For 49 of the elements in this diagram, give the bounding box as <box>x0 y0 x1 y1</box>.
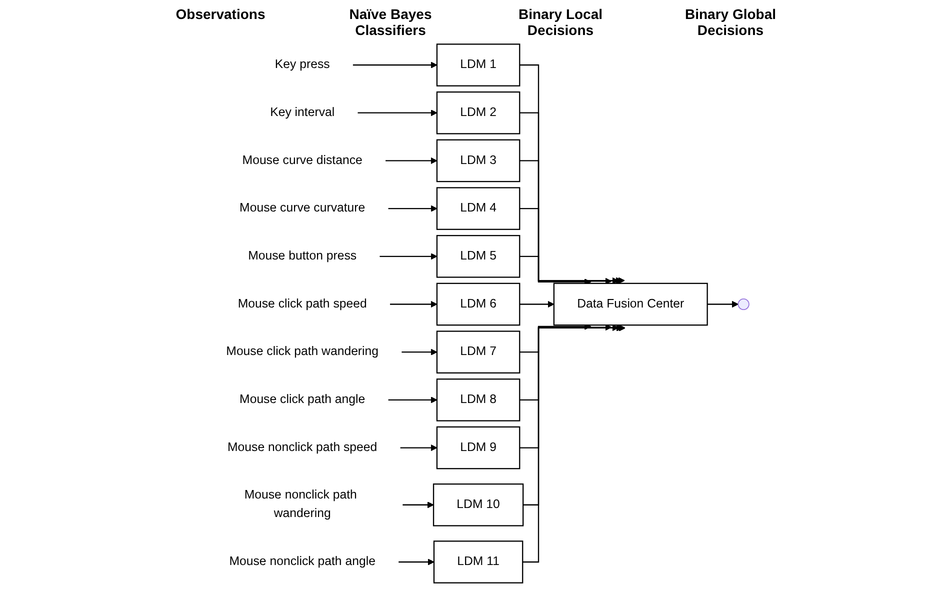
column-heading: Observations <box>174 6 266 24</box>
column-heading: Binary Global Decisions <box>684 6 778 38</box>
arrow <box>357 109 438 116</box>
node-box <box>436 91 520 134</box>
node-box <box>436 426 520 470</box>
node-box <box>436 378 520 422</box>
arrow <box>522 324 626 563</box>
arrow <box>519 160 619 284</box>
node-box <box>436 187 520 230</box>
arrow <box>384 157 438 164</box>
column-heading: Binary Local Decisions <box>517 6 604 38</box>
arrow <box>388 205 438 212</box>
node-box <box>436 234 520 278</box>
node-text: Mouse click path speed <box>238 297 367 310</box>
arrow <box>388 396 438 404</box>
arrow <box>389 300 438 308</box>
arrow <box>400 444 438 452</box>
node-text: Mouse nonclick path angle <box>229 555 376 568</box>
node-text: Mouse nonclick path speed <box>228 440 378 454</box>
node-text: Mouse curve curvature <box>240 202 366 215</box>
node-box <box>433 540 524 584</box>
node-box <box>436 282 520 326</box>
arrow <box>402 502 434 508</box>
arrow <box>519 324 619 448</box>
node-box <box>553 282 708 326</box>
arrow <box>706 300 738 308</box>
arrow <box>398 558 434 566</box>
arrow <box>519 256 592 286</box>
column-heading: Naïve Bayes Classifiers <box>348 6 433 38</box>
node-box <box>436 44 520 86</box>
arrow <box>379 253 438 260</box>
node-text: Key interval <box>270 106 335 120</box>
node-text: Key press <box>274 58 330 72</box>
node-text: Mouse curve distance <box>242 154 362 167</box>
arrow <box>519 64 625 284</box>
node-text: Mouse nonclick path wandering <box>244 488 357 520</box>
node-box <box>432 483 524 526</box>
arrow <box>519 300 554 308</box>
node-text: Mouse click path wandering <box>226 345 379 358</box>
node-text: Mouse button press <box>248 249 357 263</box>
arrow <box>519 324 612 400</box>
node-box <box>436 330 520 374</box>
node-box <box>436 139 520 182</box>
node-text: Mouse click path angle <box>240 392 366 406</box>
arrow <box>352 62 438 68</box>
arrow <box>519 208 612 285</box>
arrow <box>519 323 592 353</box>
flowchart: Key press LDM 1 Key interval LDM 2 Mouse curve distance LDM 3 Mouse curve curvature LDM 4 Mouse button press LDM 5 Mouse click path speed LDM 6 Mouse click path wandering LDM 7 Mouse click path angle LDM 8 Mouse nonclick path speed LDM 9 Mouse nonclick path wandering LDM 10 Mouse nonclick path angle LDM 11 Data Fusion Center <box>0 38 951 589</box>
arrow <box>401 348 438 356</box>
